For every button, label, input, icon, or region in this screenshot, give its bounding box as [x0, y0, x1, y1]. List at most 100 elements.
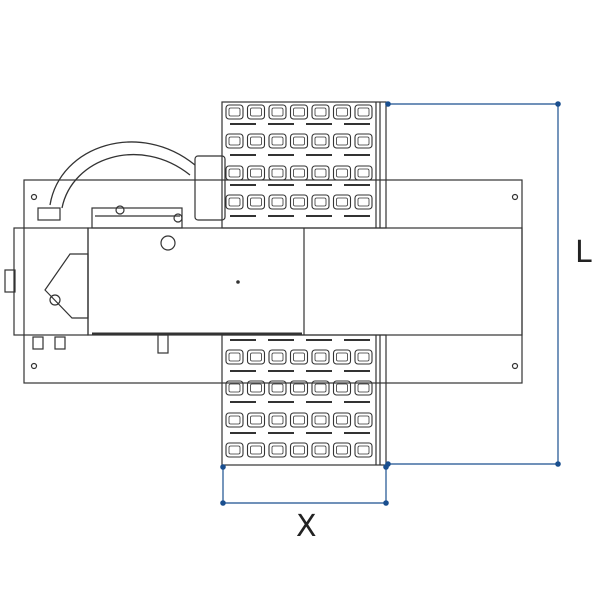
- support-leg: [157, 334, 169, 354]
- belt-module: [332, 349, 352, 365]
- belt-module: [354, 380, 373, 396]
- belt-module: [225, 104, 244, 120]
- belt-module-inner: [228, 136, 241, 146]
- dimension-node: [220, 500, 226, 506]
- belt-module: [332, 165, 352, 181]
- hose: [49, 141, 196, 206]
- connector: [54, 336, 66, 350]
- belt-module: [225, 194, 244, 210]
- belt-module: [225, 133, 244, 149]
- belt-module: [289, 349, 309, 365]
- sensor-icon: [160, 235, 176, 251]
- belt-module-inner: [357, 445, 370, 455]
- belt-module: [332, 442, 352, 458]
- belt-module-inner: [357, 107, 370, 117]
- electronics-component: [173, 213, 183, 223]
- belt-module-inner: [293, 107, 305, 117]
- belt-module-inner: [228, 383, 241, 393]
- belt-module-inner: [271, 383, 284, 393]
- belt-module: [246, 104, 266, 120]
- belt-module: [354, 442, 373, 458]
- belt-module: [289, 442, 309, 458]
- belt-module: [225, 442, 244, 458]
- belt-module: [289, 133, 309, 149]
- belt-module: [311, 442, 330, 458]
- belt-module: [225, 380, 244, 396]
- belt-module-inner: [293, 415, 305, 425]
- belt-module: [311, 349, 330, 365]
- belt-module-inner: [250, 383, 262, 393]
- belt-module-inner: [293, 136, 305, 146]
- belt-module-inner: [357, 136, 370, 146]
- belt-module-inner: [271, 352, 284, 362]
- belt-module: [311, 194, 330, 210]
- belt-module: [354, 412, 373, 428]
- belt-module-inner: [357, 168, 370, 178]
- electronics-component: [115, 205, 125, 215]
- belt-module-inner: [250, 136, 262, 146]
- motor-housing: [194, 155, 226, 221]
- machine-outline: [4, 101, 523, 466]
- belt-module: [354, 194, 373, 210]
- hose-fitting: [37, 207, 61, 221]
- conveyor-body: [87, 227, 523, 336]
- belt-module-inner: [314, 415, 327, 425]
- belt-module-inner: [250, 107, 262, 117]
- mount-hole: [511, 362, 519, 370]
- belt-module-inner: [228, 445, 241, 455]
- belt-module: [225, 412, 244, 428]
- electronics-strip: [91, 207, 183, 229]
- belt-module: [246, 380, 266, 396]
- dimension-node: [383, 464, 389, 470]
- belt-module: [332, 133, 352, 149]
- belt-module: [332, 104, 352, 120]
- belt-module: [246, 442, 266, 458]
- belt-module: [246, 133, 266, 149]
- dimension-node: [385, 101, 391, 107]
- bolt: [49, 294, 61, 306]
- dimension-node: [555, 101, 561, 107]
- belt-module: [246, 165, 266, 181]
- belt-module-inner: [250, 168, 262, 178]
- dimension-lines: [220, 101, 561, 506]
- belt-module-inner: [314, 136, 327, 146]
- belt-module: [332, 194, 352, 210]
- belt-module: [289, 194, 309, 210]
- belt-module-inner: [336, 107, 348, 117]
- belt-module-inner: [357, 383, 370, 393]
- belt-module: [289, 412, 309, 428]
- belt-module-inner: [357, 197, 370, 207]
- gearbox-cover: [44, 253, 89, 319]
- belt-module: [354, 165, 373, 181]
- cross-belt-bottom: [221, 334, 387, 466]
- shaft-stub: [4, 269, 16, 293]
- belt-module-inner: [336, 168, 348, 178]
- belt-module-inner: [250, 352, 262, 362]
- belt-module: [332, 380, 352, 396]
- belt-module-inner: [228, 107, 241, 117]
- cross-belt-top: [221, 101, 387, 229]
- belt-module: [354, 133, 373, 149]
- belt-module: [354, 104, 373, 120]
- belt-module-inner: [250, 415, 262, 425]
- belt-module-inner: [314, 445, 327, 455]
- belt-module: [268, 442, 287, 458]
- dimension-node: [383, 500, 389, 506]
- belt-module-inner: [250, 197, 262, 207]
- belt-module: [289, 104, 309, 120]
- belt-module-inner: [336, 197, 348, 207]
- belt-module-inner: [228, 352, 241, 362]
- belt-module-inner: [357, 352, 370, 362]
- belt-module: [268, 133, 287, 149]
- belt-module-inner: [293, 197, 305, 207]
- belt-module: [268, 412, 287, 428]
- belt-module-inner: [293, 352, 305, 362]
- belt-module: [268, 165, 287, 181]
- connector: [32, 336, 44, 350]
- center-mark: [236, 280, 240, 284]
- belt-module-inner: [271, 107, 284, 117]
- belt-module-inner: [336, 352, 348, 362]
- dimension-label-length: L: [575, 235, 592, 270]
- belt-module-inner: [271, 445, 284, 455]
